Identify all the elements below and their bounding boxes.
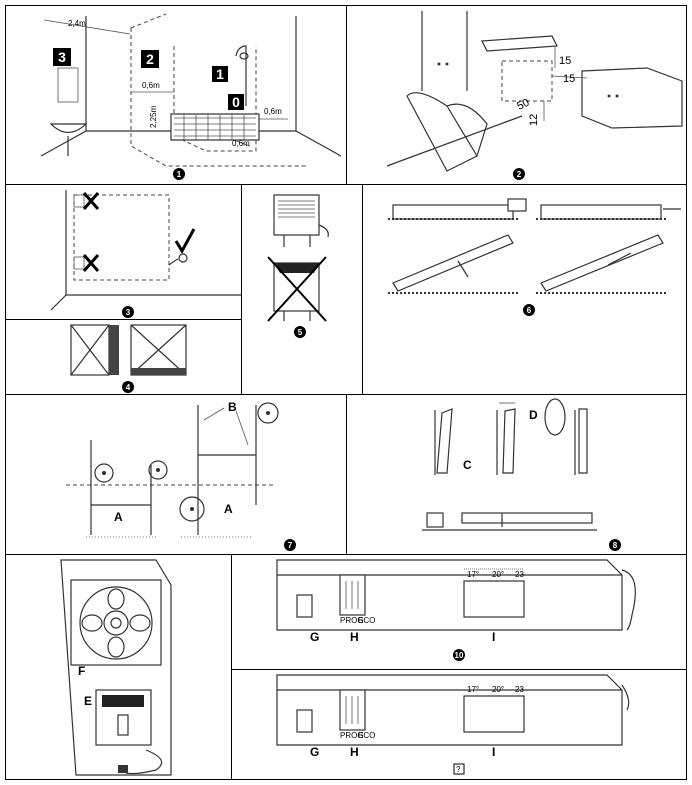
zone-3-label: 3 bbox=[58, 49, 66, 65]
label-f: F bbox=[78, 664, 85, 678]
temp-max-2: 23 bbox=[515, 685, 524, 694]
label-b: B bbox=[228, 400, 237, 414]
mode-eco-2: ECO bbox=[358, 731, 375, 740]
figure-5-badge bbox=[294, 326, 306, 338]
figure-2-badge bbox=[513, 168, 525, 180]
do-not-cover-drawing: 4 bbox=[70, 324, 187, 393]
dim-depth: 0,6m bbox=[142, 81, 160, 90]
label-a-right: A bbox=[224, 502, 233, 516]
mode-eco: ECO bbox=[358, 616, 375, 625]
temp-min-2: 17° bbox=[467, 685, 479, 694]
label-g: G bbox=[310, 630, 319, 644]
label-e: E bbox=[84, 694, 92, 708]
figure-4-badge bbox=[122, 381, 134, 393]
panel-fan-switch: F E bbox=[5, 554, 232, 780]
panel-bathroom-zones: 2,4m 3 2 0,6m 2,25m 1 0 0,6m 0,6m 1 bbox=[5, 5, 347, 185]
figure-8-number: 8 bbox=[613, 541, 618, 550]
controls-bottom-drawing: 17° 20° 23 PROG ECO G H I ? bbox=[276, 674, 630, 775]
hanging-drawing: C D 8 bbox=[422, 398, 621, 551]
mode-prog-2: PROG bbox=[340, 731, 364, 740]
panel-controls-top: 17° 20° 23 PROG ECO G H I 10 bbox=[231, 554, 687, 670]
label-i: I bbox=[492, 630, 495, 644]
figure-6-badge bbox=[523, 304, 535, 316]
mode-knob-2 bbox=[339, 689, 366, 731]
panel-controls-bottom: 17° 20° 23 PROG ECO G H I ? bbox=[231, 669, 687, 780]
figure-10-number: 10 bbox=[455, 651, 464, 660]
figure-2-number: 2 bbox=[517, 170, 522, 179]
panel-no-drying: 5 bbox=[241, 184, 363, 395]
no-drying-drawing: 5 bbox=[267, 194, 329, 338]
panel-hanging: C D 8 bbox=[346, 394, 687, 555]
zone-2-badge bbox=[141, 50, 159, 68]
panel-wall-mounting: A B A 7 bbox=[5, 394, 347, 555]
figure-7-badge bbox=[284, 539, 296, 551]
dim-front: 0,6m bbox=[232, 139, 250, 148]
power-switch bbox=[296, 594, 313, 618]
wall-mounting-drawing: A B A 7 bbox=[66, 400, 296, 551]
figure-8-badge bbox=[609, 539, 621, 551]
figure-6-number: 6 bbox=[527, 306, 532, 315]
dim-height: 2,25m bbox=[149, 105, 158, 128]
temp-mid: 20° bbox=[492, 570, 504, 579]
dim-50: 50 bbox=[515, 97, 531, 113]
figure-11-number: ? bbox=[456, 765, 461, 774]
zone-3-badge bbox=[53, 48, 71, 66]
label-i-2: I bbox=[492, 745, 495, 759]
dim-width: 2,4m bbox=[68, 19, 86, 28]
power-switch-2 bbox=[296, 709, 313, 733]
mode-knob bbox=[339, 574, 366, 616]
label-d: D bbox=[529, 408, 538, 422]
thermostat-knob bbox=[463, 580, 525, 618]
zone-0-label: 0 bbox=[232, 94, 240, 110]
mode-prog: PROG bbox=[340, 616, 364, 625]
label-g-2: G bbox=[310, 745, 319, 759]
panel-socket-placement: 3 bbox=[5, 184, 242, 320]
zone-0-badge bbox=[228, 94, 244, 110]
bathroom-zones-drawing: 2,4m 3 2 0,6m 2,25m 1 0 0,6m 0,6m 1 bbox=[40, 13, 342, 180]
panel-clearances: 15 15 50 12 2 bbox=[346, 5, 687, 185]
figure-10-badge bbox=[453, 649, 465, 661]
thermostat-knob-2 bbox=[463, 695, 525, 733]
zone-1-badge bbox=[212, 66, 228, 82]
figure-7-number: 7 bbox=[288, 541, 293, 550]
zone-1-label: 1 bbox=[216, 66, 224, 82]
figure-3-badge bbox=[122, 306, 134, 318]
feet-attachment-drawing: 6 bbox=[388, 198, 681, 316]
label-c: C bbox=[463, 458, 472, 472]
figure-1-badge bbox=[173, 168, 185, 180]
socket-placement-drawing: 3 bbox=[50, 190, 241, 318]
figure-5-number: 5 bbox=[298, 328, 303, 337]
dim-12: 12 bbox=[528, 114, 540, 126]
figure-3-number: 3 bbox=[126, 308, 131, 317]
fan-switch-drawing: F E bbox=[60, 559, 172, 776]
dim-15-side: 15 bbox=[563, 73, 575, 85]
figure-4-number: 4 bbox=[126, 383, 131, 392]
zone-2-label: 2 bbox=[146, 51, 154, 67]
temp-max: 23 bbox=[515, 570, 524, 579]
temp-min: 17° bbox=[467, 570, 479, 579]
label-a-left: A bbox=[114, 510, 123, 524]
temp-mid-2: 20° bbox=[492, 685, 504, 694]
clearances-drawing: 15 15 50 12 2 bbox=[386, 11, 683, 180]
figure-1-number: 1 bbox=[177, 170, 182, 179]
dim-side: 0,6m bbox=[264, 107, 282, 116]
controls-top-drawing: 17° 20° 23 PROG ECO G H I 10 bbox=[276, 559, 636, 661]
dim-15-top: 15 bbox=[559, 55, 571, 67]
panel-do-not-cover: 4 bbox=[5, 319, 242, 395]
panel-feet-attachment: 6 bbox=[362, 184, 687, 395]
label-h-2: H bbox=[350, 745, 359, 759]
label-h: H bbox=[350, 630, 359, 644]
